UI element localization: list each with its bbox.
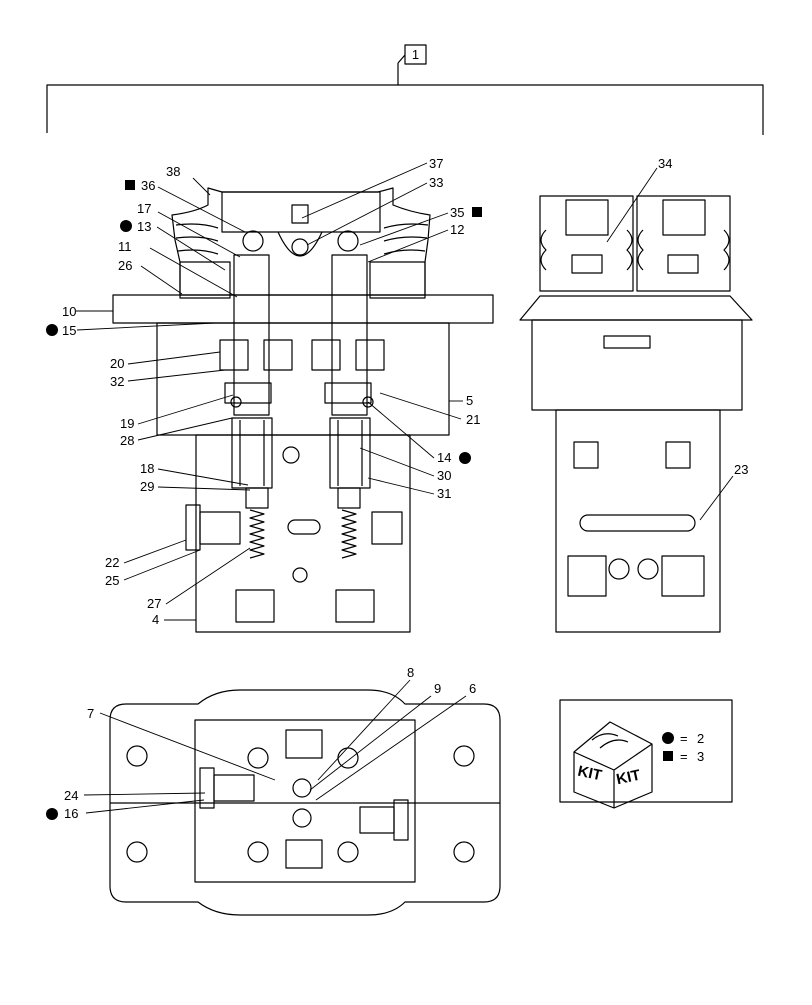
kit-box-label-right: KIT <box>615 767 642 789</box>
top-view <box>109 689 501 916</box>
assembly-ref-label: 1 <box>412 47 419 62</box>
callout-29: 29 <box>140 479 154 494</box>
callout-4: 4 <box>152 612 159 627</box>
square-marker-icon <box>125 180 135 190</box>
callout-19: 19 <box>120 416 134 431</box>
front-section-view <box>112 187 494 633</box>
callout-24: 24 <box>64 788 78 803</box>
callout-10: 10 <box>62 304 76 319</box>
callout-37: 37 <box>429 156 443 171</box>
callout-22: 22 <box>105 555 119 570</box>
square-marker-icon <box>663 751 673 761</box>
callout-21: 21 <box>466 412 480 427</box>
callout-25: 25 <box>105 573 119 588</box>
callout-9: 9 <box>434 681 441 696</box>
circle-marker-icon <box>120 220 132 232</box>
side-view <box>519 195 753 633</box>
callout-labels: 38 36 17 13 11 26 10 15 20 32 19 28 18 2… <box>46 156 748 821</box>
square-marker-icon <box>472 207 482 217</box>
legend-equals-2: = <box>680 749 688 764</box>
legend-equals-1: = <box>680 731 688 746</box>
callout-36: 36 <box>141 178 155 193</box>
callout-17: 17 <box>137 201 151 216</box>
kit-legend <box>559 699 733 809</box>
callout-8: 8 <box>407 665 414 680</box>
callout-35: 35 <box>450 205 464 220</box>
circle-marker-icon <box>459 452 471 464</box>
circle-marker-icon <box>662 732 674 744</box>
callout-15: 15 <box>62 323 76 338</box>
circle-marker-icon <box>46 808 58 820</box>
callout-13: 13 <box>137 219 151 234</box>
callout-31: 31 <box>437 486 451 501</box>
callout-34: 34 <box>658 156 672 171</box>
callout-38: 38 <box>166 164 180 179</box>
callout-32: 32 <box>110 374 124 389</box>
callout-14: 14 <box>437 450 451 465</box>
callout-28: 28 <box>120 433 134 448</box>
callout-20: 20 <box>110 356 124 371</box>
leader-lines <box>76 162 734 814</box>
legend-value-circle: 2 <box>697 731 704 746</box>
circle-marker-icon <box>46 324 58 336</box>
callout-7: 7 <box>87 706 94 721</box>
callout-5: 5 <box>466 393 473 408</box>
callout-18: 18 <box>140 461 154 476</box>
callout-6: 6 <box>469 681 476 696</box>
callout-16: 16 <box>64 806 78 821</box>
callout-12: 12 <box>450 222 464 237</box>
callout-33: 33 <box>429 175 443 190</box>
callout-11: 11 <box>118 239 132 254</box>
callout-30: 30 <box>437 468 451 483</box>
kit-box-label-left: KIT <box>576 763 603 785</box>
callout-27: 27 <box>147 596 161 611</box>
callout-23: 23 <box>734 462 748 477</box>
callout-26: 26 <box>118 258 132 273</box>
assembly-bracket <box>46 44 764 135</box>
legend-value-square: 3 <box>697 749 704 764</box>
